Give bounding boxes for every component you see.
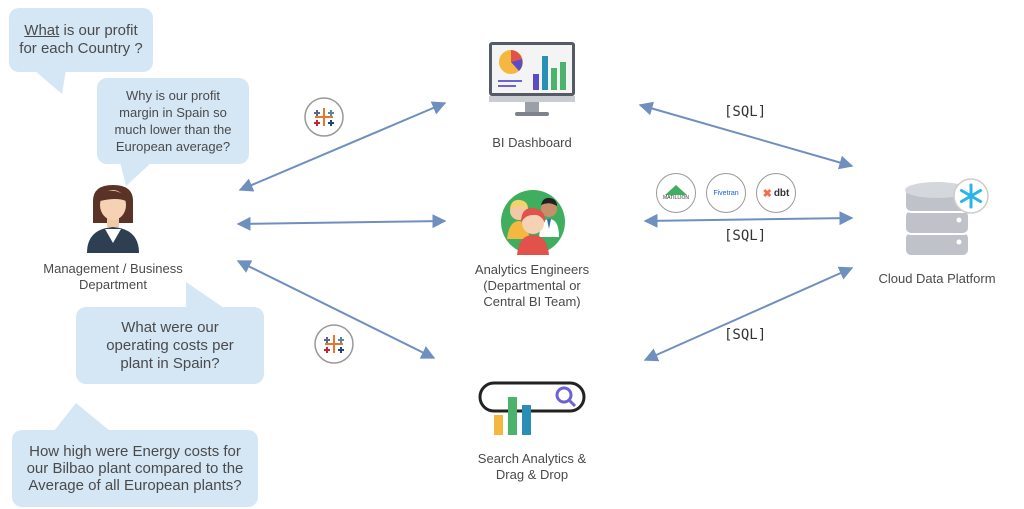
matillion-logo: MATILLION [656, 173, 696, 213]
arrow-engineers-to-management [236, 214, 447, 231]
dbt-logo: ✖ dbt [756, 173, 796, 213]
arrow-engineers-to-cloud [643, 211, 854, 228]
analytics-engineers-label: Analytics Engineers (Departmental or Cen… [474, 262, 590, 309]
dbt-mark-icon: ✖ [762, 187, 772, 200]
matillion-mark-icon [665, 185, 687, 195]
sql-label: [SQL] [724, 327, 767, 343]
fivetran-logo: Fivetran [706, 173, 746, 213]
tableau-icon [314, 324, 354, 364]
question-text: How high were Energy costs for our Bilba… [26, 443, 244, 494]
team-icon [501, 190, 565, 255]
tableau-icon [304, 97, 344, 137]
dbt-text: dbt [773, 187, 790, 199]
question-text: is our profit for each Country ? [19, 22, 143, 57]
bubble-tail-3 [186, 282, 224, 308]
question-bubble-profit-country: What is our profit for each Country ? [9, 8, 153, 72]
bubble-tail-4 [54, 403, 110, 431]
search-analytics-label: Search Analytics & Drag & Drop [477, 451, 587, 482]
search-analytics-icon [478, 381, 586, 435]
arrow-management-to-search [236, 260, 436, 359]
matillion-text: MATILLION [662, 195, 690, 201]
fivetran-text: Fivetran [713, 189, 739, 197]
arrow-search-to-cloud [643, 266, 854, 362]
question-bubble-profit-margin: Why is our profit margin in Spain so muc… [97, 78, 249, 164]
dashboard-monitor-icon [489, 42, 575, 116]
question-bubble-operating-costs: What were our operating costs per plant … [76, 307, 264, 384]
person-icon [87, 185, 139, 253]
database-icon [904, 178, 989, 257]
sql-label: [SQL] [724, 104, 767, 120]
management-label: Management / Business Department [43, 261, 183, 292]
sql-label: [SQL] [724, 228, 767, 244]
bubble-tail-2 [120, 162, 152, 186]
bi-dashboard-label: BI Dashboard [492, 135, 572, 150]
question-text: Why is our profit margin in Spain so muc… [114, 88, 232, 154]
question-text: What were our operating costs per plant … [106, 318, 234, 372]
question-bubble-energy-costs: How high were Energy costs for our Bilba… [12, 430, 258, 507]
arrow-dashboard-to-management [238, 101, 447, 192]
arrow-dashboard-to-cloud [638, 101, 854, 170]
question-underlined-word: What [24, 22, 60, 39]
cloud-data-platform-label: Cloud Data Platform [878, 271, 996, 286]
bubble-tail-1 [34, 70, 66, 94]
